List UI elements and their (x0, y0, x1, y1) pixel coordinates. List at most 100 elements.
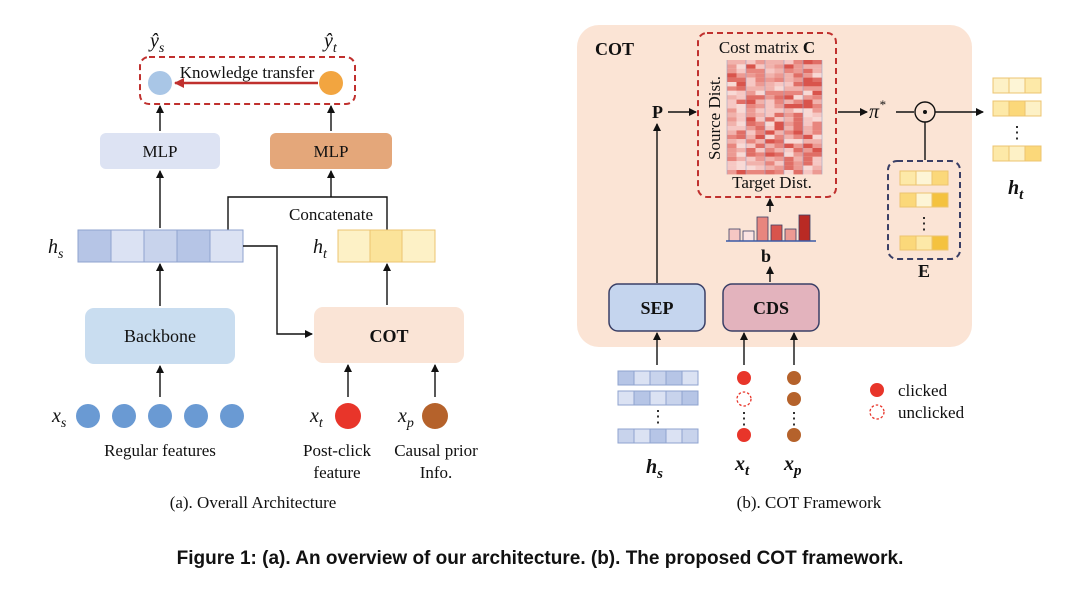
cost-matrix-cell (812, 148, 822, 153)
cost-matrix-cell (755, 126, 765, 131)
cost-matrix-cell (765, 90, 775, 96)
cost-matrix-cell (727, 104, 737, 109)
distribution-bar (728, 228, 741, 242)
causal-prior-label-2: Info. (420, 463, 453, 482)
distribution-bar (770, 224, 783, 242)
b-label: b (761, 246, 771, 266)
cost-matrix-cell (793, 77, 803, 82)
cost-matrix-cell (727, 156, 737, 162)
cost-matrix-cell (784, 64, 794, 69)
cost-matrix-cell (727, 108, 737, 113)
cost-matrix-cell (812, 68, 822, 74)
cost-matrix-cell (746, 68, 756, 74)
cost-matrix-cell (736, 170, 746, 175)
concatenate-label: Concatenate (289, 205, 373, 224)
h-t-label: ht (313, 236, 328, 262)
h-s-embedding (77, 229, 244, 263)
cost-matrix-cell (803, 152, 813, 157)
cost-matrix-cell (793, 170, 803, 175)
causal-prior-circle (422, 403, 448, 429)
cost-matrix-cell (765, 108, 775, 113)
cost-matrix-cell (727, 161, 737, 166)
cost-matrix-cell (774, 104, 784, 109)
cost-matrix-cell (803, 161, 813, 166)
x-p-label: xp (397, 405, 414, 431)
cost-matrix-cell (812, 126, 822, 131)
cost-matrix-cell (774, 60, 784, 65)
cost-matrix-cell (765, 104, 775, 109)
cost-matrix-cell (812, 165, 822, 170)
cost-matrix-cell (784, 117, 794, 122)
cost-matrix-cell (793, 152, 803, 157)
cost-matrix-cell (784, 108, 794, 113)
cost-matrix-cell (774, 99, 784, 104)
cost-matrix-cell (727, 148, 737, 153)
cost-matrix-cell (774, 117, 784, 122)
mlp-left-label: MLP (143, 142, 178, 161)
cost-matrix-cell (803, 104, 813, 109)
cost-matrix-cell (727, 112, 737, 118)
cot-box (314, 307, 464, 363)
cost-matrix-cell (793, 126, 803, 131)
cost-matrix-cell (784, 99, 794, 104)
x-t-vdots: ⋮ (736, 409, 753, 428)
cost-matrix-cell (746, 112, 756, 118)
cost-matrix-label: Cost matrix C (719, 38, 815, 57)
cost-matrix-cell (755, 77, 765, 82)
cost-matrix-cell (784, 68, 794, 74)
cost-matrix-cell (765, 64, 775, 69)
cost-matrix-cell (765, 112, 775, 118)
cost-matrix-cell (765, 139, 775, 144)
cost-matrix-cell (736, 117, 746, 122)
cost-matrix-cell (774, 156, 784, 162)
cost-matrix-cell (793, 143, 803, 148)
post-click-circle (335, 403, 361, 429)
cost-matrix-cell (774, 161, 784, 166)
cost-matrix-cell (736, 121, 746, 126)
cost-matrix-cell (803, 108, 813, 113)
cost-matrix-cell (784, 134, 794, 140)
cost-matrix-cell (727, 82, 737, 87)
causal-prior-label-1: Causal prior (394, 441, 478, 460)
cost-matrix-cell (812, 86, 822, 91)
cost-matrix-cell (784, 112, 794, 118)
concatenate-connector (227, 196, 388, 230)
cost-matrix-cell (793, 165, 803, 170)
cost-matrix-cell (812, 152, 822, 157)
cost-matrix-cell (746, 77, 756, 82)
panel-b: COT Cost matrix C Source Dist. Target Di… (577, 25, 1042, 512)
cost-matrix-cell (812, 121, 822, 126)
cost-matrix-cell (793, 134, 803, 140)
cost-matrix-cell (803, 90, 813, 96)
cost-matrix-cell (765, 99, 775, 104)
cost-matrix-cell (755, 143, 765, 148)
cost-matrix-cell (812, 143, 822, 148)
cost-matrix-cell (793, 68, 803, 74)
distribution-bar (742, 230, 755, 242)
pi-star-label: π* (869, 97, 886, 123)
cost-matrix-cell (793, 108, 803, 113)
cost-matrix-cell (784, 126, 794, 131)
post-click-label-2: feature (313, 463, 360, 482)
cost-matrix-cell (755, 95, 765, 100)
cost-matrix-cell (746, 99, 756, 104)
cost-matrix-cell (736, 60, 746, 65)
cost-matrix-cell (803, 170, 813, 175)
cost-matrix-cell (755, 104, 765, 109)
cost-matrix-cell (774, 134, 784, 140)
cost-matrix-cell (803, 143, 813, 148)
knowledge-transfer-label: Knowledge transfer (180, 63, 315, 82)
cost-matrix-cell (793, 73, 803, 78)
cost-matrix-cell (755, 90, 765, 96)
cds-box (722, 283, 820, 332)
cost-matrix-cell (765, 68, 775, 74)
e-vdots: ⋮ (916, 214, 933, 233)
cost-matrix-cell (784, 170, 794, 175)
cost-matrix-cell (755, 152, 765, 157)
regular-features-label: Regular features (104, 441, 216, 460)
cost-matrix-cell (774, 112, 784, 118)
cost-matrix-cell (774, 143, 784, 148)
cost-matrix-cell (746, 73, 756, 78)
cost-matrix-cell (755, 64, 765, 69)
